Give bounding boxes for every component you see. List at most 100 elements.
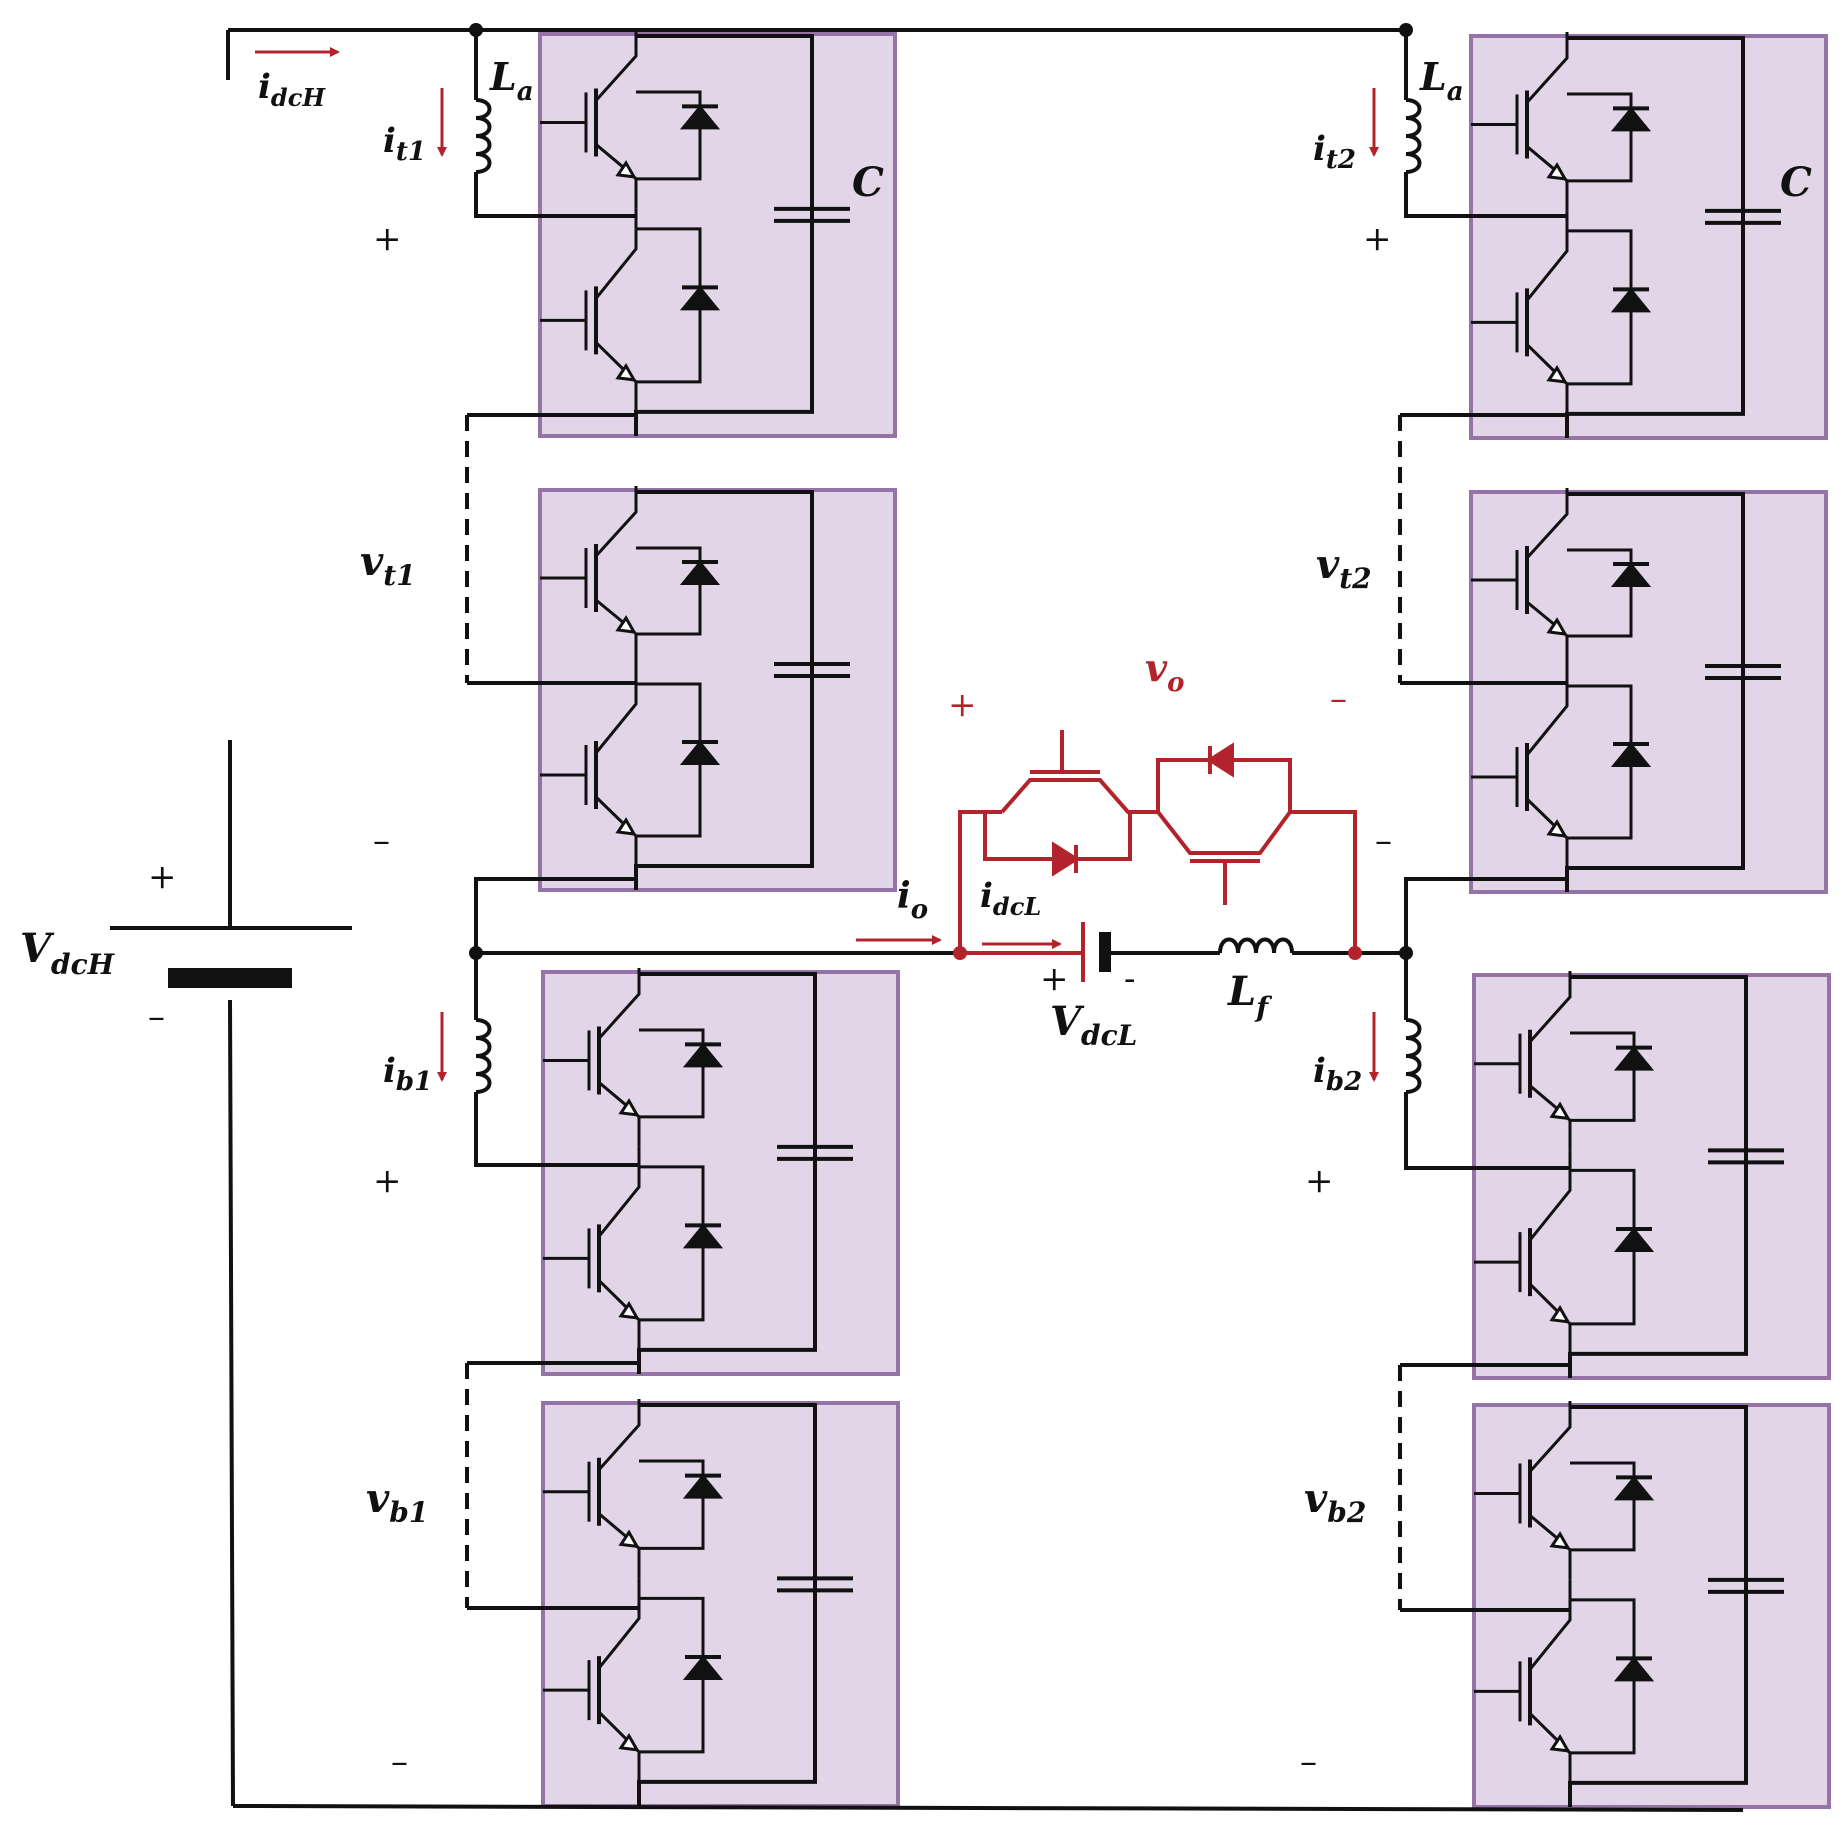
vb2-label: vb2 [1304,1475,1366,1529]
vo-plus: + [948,685,977,725]
module-bottom-left-2-upper-igbt-emitter-arrow [618,1529,640,1549]
module-top-left-1 [538,32,897,438]
module-top-right-1-lower-igbt-emitter-arrow [1546,365,1568,384]
module-top-left-2-lower-igbt-collector [594,684,638,754]
left-mid-connect [474,877,635,953]
vt1-label: vt1 [360,538,416,592]
module-top-right-2-lower-diode-triangle [1610,742,1652,767]
module-bottom-left-2-upper-igbt-collector [597,1405,641,1471]
vdch-plus: + [148,857,177,897]
vb2-plus: + [1305,1161,1334,1201]
module-bottom-right-2-upper-igbt-collector [1528,1407,1572,1473]
module-top-right-2-upper-igbt-emitter-arrow [1546,617,1568,636]
vt2-label: vt2 [1316,541,1372,595]
module-bottom-right-2-upper-igbt-emitter-arrow [1549,1531,1571,1550]
red-left-riser [958,810,1002,953]
red-terminal-right [1348,946,1362,960]
red-right-riser [1290,810,1357,953]
module-top-left-1-upper-diode-path [636,90,702,181]
left-top-inductor-coil [475,98,492,174]
module-top-right-1-upper-igbt-emitter-arrow [1546,162,1568,181]
module-bottom-left-1-upper-diode-path [639,1028,705,1119]
idch-label: idcH [258,67,326,112]
module-top-left-2-rails [634,490,814,890]
red-diode-lower [1052,841,1080,877]
submodule-backgrounds [538,32,1831,1809]
module-bottom-left-1-lower-igbt-emitter-arrow [618,1301,640,1320]
vdch-label: VdcH [20,925,116,981]
labels: idcH VdcH La La C C it1 it2 ib1 ib2 vt1 … [20,54,1812,1782]
lf-label: Lf [1227,968,1273,1024]
red-diode-upper [1206,742,1234,778]
module-bottom-left-2-capacitor [777,1576,853,1593]
module-top-right-1-devices [1471,32,1781,438]
module-top-right-2-devices [1471,488,1781,892]
la-left-label: La [489,54,534,107]
junction-dot-mid-left [469,946,483,960]
module-bottom-right-1-rails [1568,975,1748,1378]
left-bottom-inductor-out [474,1092,638,1167]
vt2-plus: + [1363,219,1392,259]
module-bottom-right-1-lower-igbt-collector [1528,1170,1572,1242]
module-bottom-left-1-upper-diode-triangle [682,1042,724,1068]
module-top-left-1-lower-diode-triangle [679,285,721,311]
module-bottom-right-2-lower-diode-triangle [1613,1656,1655,1682]
module-top-right-2-upper-diode-path [1567,548,1633,638]
module-top-left-2-upper-diode-triangle [679,560,721,585]
vo-minus: – [1330,679,1347,719]
module-bottom-left-2-lower-igbt-emitter-arrow [618,1732,640,1752]
junction-dot-mid-right [1399,946,1413,960]
module-top-left-1-upper-igbt-collector [594,36,638,102]
vdcl-label: VdcL [1050,998,1137,1052]
vdch-minus: – [148,997,165,1037]
module-bottom-left-1-capacitor [777,1144,853,1161]
module-top-left-2-upper-diode-path [636,546,702,636]
module-bottom-left-1 [541,970,900,1376]
red-terminal-dots [953,946,1362,960]
ib2-label: ib2 [1313,1051,1362,1097]
vdcl-plus: + [1040,959,1069,999]
vt2-minus: – [1375,821,1392,861]
module-top-left-1-upper-igbt-emitter-arrow [615,160,637,179]
red-diodes [1052,742,1234,877]
module-top-left-1-devices [540,30,850,436]
module-top-left-1-capacitor [774,206,850,223]
module-top-right-2-capacitor [1705,664,1781,680]
module-top-left-2 [538,488,897,892]
module-bottom-left-1-devices [543,968,853,1374]
vb2-minus: – [1300,1742,1317,1782]
module-bottom-left-1-rails [637,972,817,1374]
right-bottom-inductor-out [1404,1092,1571,1170]
module-top-right-2-upper-igbt-collector [1525,494,1569,560]
module-bottom-left-1-lower-diode-triangle [682,1223,724,1249]
module-bottom-right-1-lower-igbt-emitter-arrow [1549,1304,1571,1324]
module-bottom-left-2-upper-diode-path [639,1459,705,1550]
junction-dots [469,23,1413,960]
right-top-inductor-coil [1405,98,1422,174]
module-top-left-1-lower-igbt-emitter-arrow [615,363,637,382]
module-top-left-2-devices [540,486,850,890]
it1-label: it1 [383,121,426,167]
module-bottom-right-1-upper-igbt-collector [1528,977,1572,1043]
module-top-right-1-upper-diode-path [1567,92,1633,183]
module-bottom-left-2-devices [543,1399,853,1806]
module-top-right-1-lower-diode-triangle [1610,287,1652,313]
vdcl-minus: - [1124,959,1136,999]
module-bottom-right-2-devices [1474,1401,1784,1807]
module-bottom-right-1-capacitor [1708,1148,1784,1165]
module-top-right-2-lower-igbt-emitter-arrow [1546,819,1568,838]
current-arrows [255,47,1379,1082]
vb1-plus: + [373,1161,402,1201]
module-bottom-right-1-devices [1474,971,1784,1378]
module-top-right-2 [1469,490,1828,894]
module-top-left-2-upper-igbt-collector [594,492,638,558]
module-top-left-2-lower-diode-triangle [679,740,721,765]
module-bottom-right-1 [1472,973,1831,1380]
main-wiring [110,28,1744,1812]
red-left-upper [1000,778,1158,814]
module-top-right-2-upper-diode-triangle [1610,562,1652,587]
module-bottom-right-1-lower-diode-triangle [1613,1227,1655,1252]
module-top-right-2-lower-igbt-collector [1525,686,1569,756]
module-top-left-2-capacitor [774,662,850,678]
vt1-minus: – [373,821,390,861]
